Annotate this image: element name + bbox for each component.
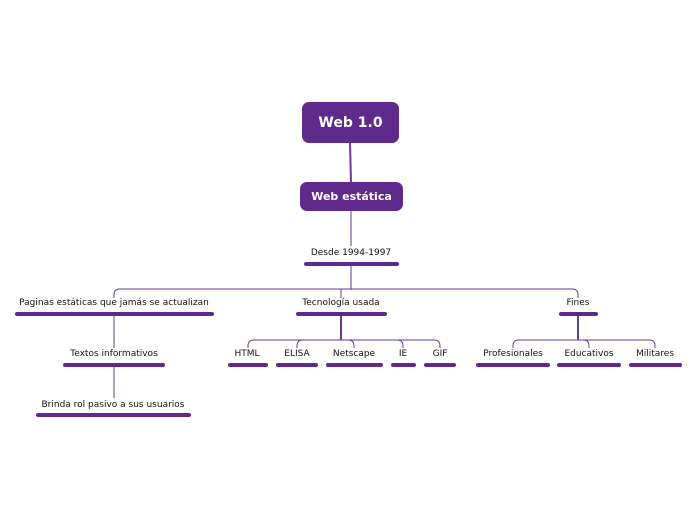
link-tech-gif: [341, 339, 441, 348]
ends-item-bar: [629, 363, 682, 367]
ends-item-label: Profesionales: [483, 349, 543, 359]
tech-item-label: HTML: [234, 349, 260, 359]
static-grandchild-label: Brinda rol pasivo a sus usuarios: [41, 400, 185, 410]
link-tech-ie: [341, 339, 404, 348]
link-branch-static: [113, 288, 351, 298]
static-child-label: Textos informativos: [70, 349, 158, 359]
link-branch-ends: [351, 288, 579, 298]
tech-item-label: Netscape: [332, 349, 376, 359]
branch-static-label: Paginas estáticas que jamás se actualiza…: [19, 298, 209, 308]
branch-tech-bar: [296, 312, 387, 316]
link-ends-edu: [578, 339, 590, 348]
main-node[interactable]: Web estática: [300, 182, 403, 211]
tech-item-bar: [228, 363, 268, 367]
root-node[interactable]: Web 1.0: [302, 102, 399, 143]
ends-item-bar: [476, 363, 550, 367]
static-grandchild-bar: [36, 413, 191, 417]
branch-ends-bar: [559, 312, 598, 316]
link-ends-prof: [512, 339, 578, 348]
tech-item-label: ELISA: [284, 349, 310, 359]
since-label: Desde 1994-1997: [310, 248, 392, 258]
ends-item-label: Militares: [635, 349, 675, 359]
link-root-main: [349, 141, 352, 184]
tech-item-bar: [276, 363, 318, 367]
tech-item-bar: [326, 363, 383, 367]
branch-tech-label: Tecnología usada: [302, 298, 380, 308]
tech-item-bar: [391, 363, 416, 367]
tech-item-bar: [424, 363, 456, 367]
link-tech-netscape: [341, 339, 355, 348]
static-child-bar: [63, 363, 165, 367]
tech-item-label: GIF: [432, 349, 448, 359]
since-bar: [304, 262, 399, 266]
ends-item-bar: [557, 363, 621, 367]
root-node-label: Web 1.0: [318, 114, 383, 131]
link-ends-mil: [578, 339, 656, 348]
ends-item-label: Educativos: [564, 349, 614, 359]
link-tech-html: [247, 339, 341, 348]
tech-item-label: IE: [398, 349, 408, 359]
link-tech-elisa: [296, 339, 341, 348]
branch-ends-label: Fines: [566, 298, 590, 308]
branch-static-bar: [15, 312, 214, 316]
main-node-label: Web estática: [311, 190, 392, 203]
